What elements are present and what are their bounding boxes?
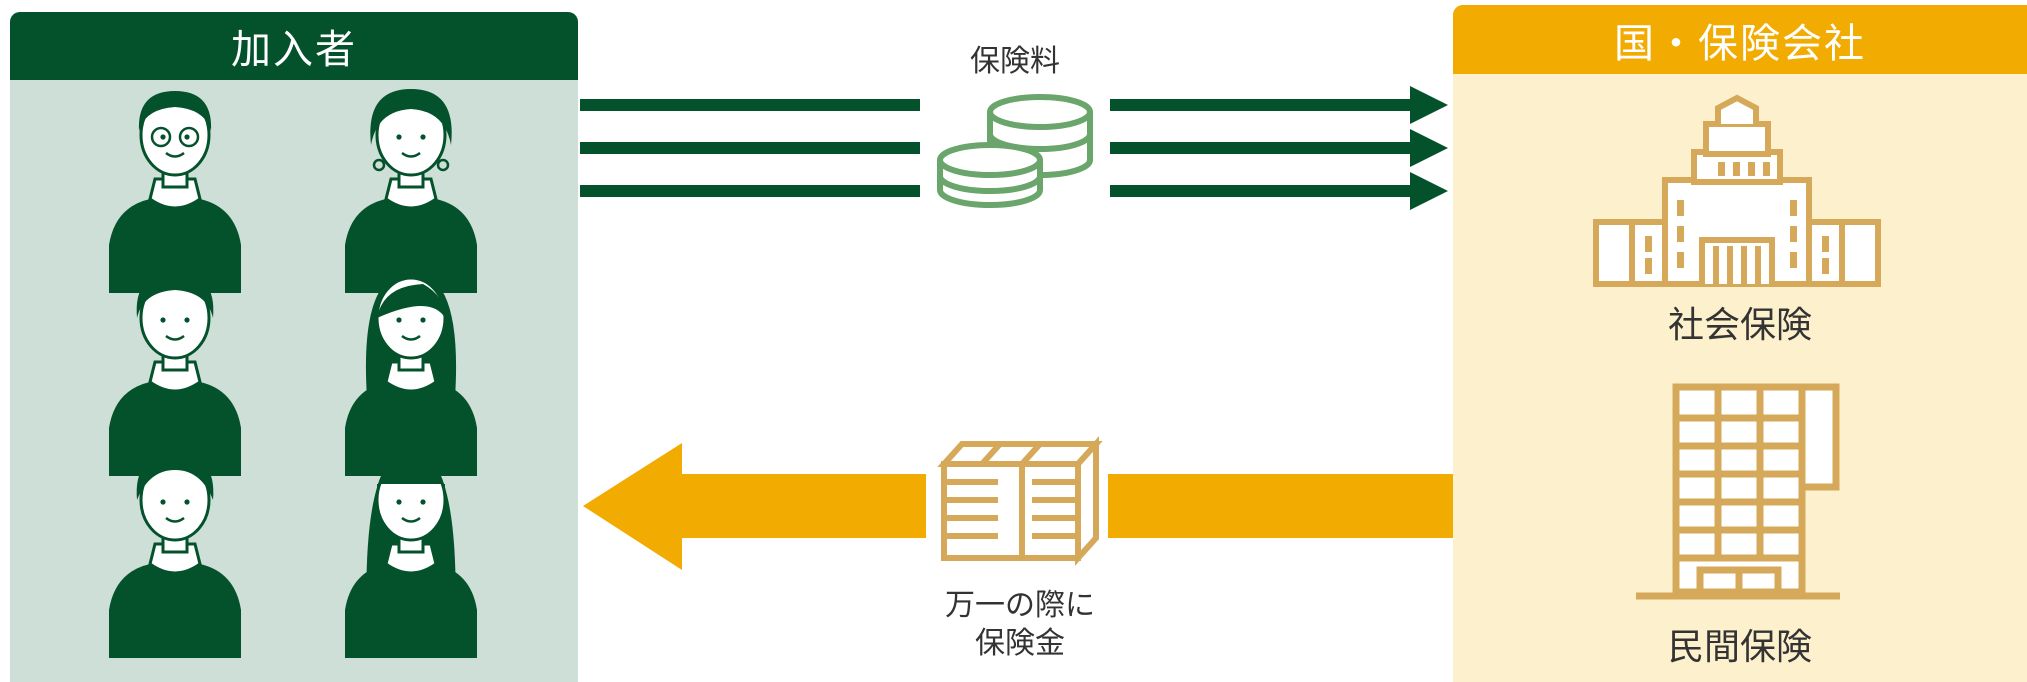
payout-label-line1: 万一の際に (945, 588, 1095, 623)
money-bundle-icon (937, 436, 1103, 566)
person-icon (107, 272, 243, 478)
person-icon (107, 454, 243, 660)
premium-label: 保険料 (970, 44, 1060, 79)
coins-icon (937, 94, 1093, 208)
premium-arrows (580, 86, 1448, 210)
payout-label-line2: 保険金 (975, 626, 1065, 661)
social-insurance-label: 社会保険 (1667, 305, 1812, 346)
office-building-icon (1636, 383, 1840, 600)
insurer-title: 国・保険会社 (1453, 5, 2027, 74)
parliament-building-icon (1593, 94, 1881, 287)
person-icon (343, 450, 479, 660)
subscribers-title: 加入者 (10, 12, 578, 80)
person-icon (343, 89, 479, 295)
person-icon (107, 91, 243, 295)
subscribers-panel: 加入者 (10, 12, 578, 682)
private-insurance-label: 民間保険 (1667, 627, 1812, 668)
person-icon (343, 272, 479, 478)
payout-arrow (583, 443, 1453, 570)
